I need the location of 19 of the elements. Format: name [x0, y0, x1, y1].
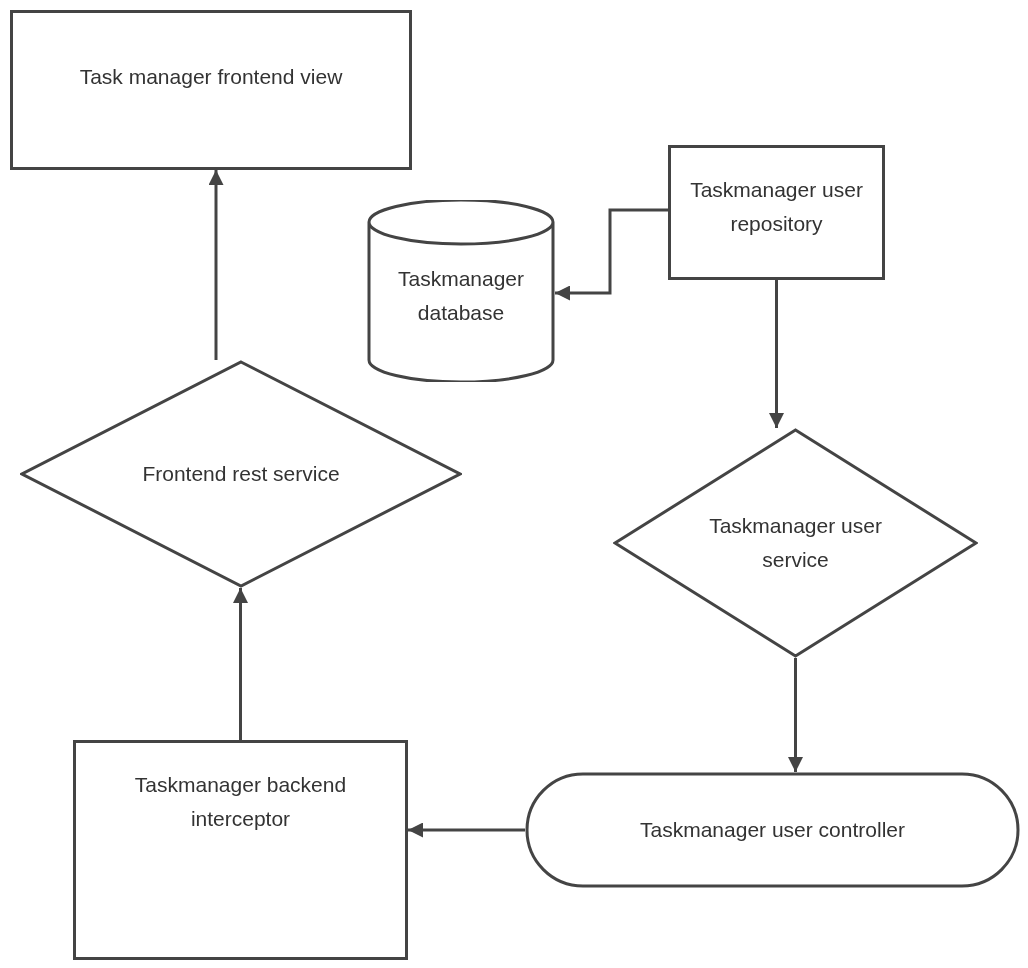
- node-label: Taskmanager user service: [709, 513, 882, 573]
- arrow: [555, 208, 668, 301]
- node-label: Taskmanager backend interceptor: [133, 772, 348, 832]
- node-label: Task manager frontend view: [79, 64, 343, 90]
- arrow: [208, 170, 224, 360]
- node-label: Taskmanager database: [396, 266, 526, 326]
- process-box: [668, 145, 885, 280]
- decision-diamond: [20, 360, 462, 588]
- process-box: [73, 740, 408, 960]
- node-label: Taskmanager user repository: [689, 177, 864, 237]
- node-label: Frontend rest service: [142, 461, 340, 487]
- process-box: [10, 10, 412, 170]
- node-label: Taskmanager user controller: [640, 817, 905, 843]
- arrow: [408, 822, 525, 838]
- arrow: [769, 280, 784, 428]
- arrow: [788, 658, 803, 772]
- decision-diamond: [613, 428, 978, 658]
- arrow: [233, 588, 248, 740]
- database-cylinder: [367, 200, 555, 382]
